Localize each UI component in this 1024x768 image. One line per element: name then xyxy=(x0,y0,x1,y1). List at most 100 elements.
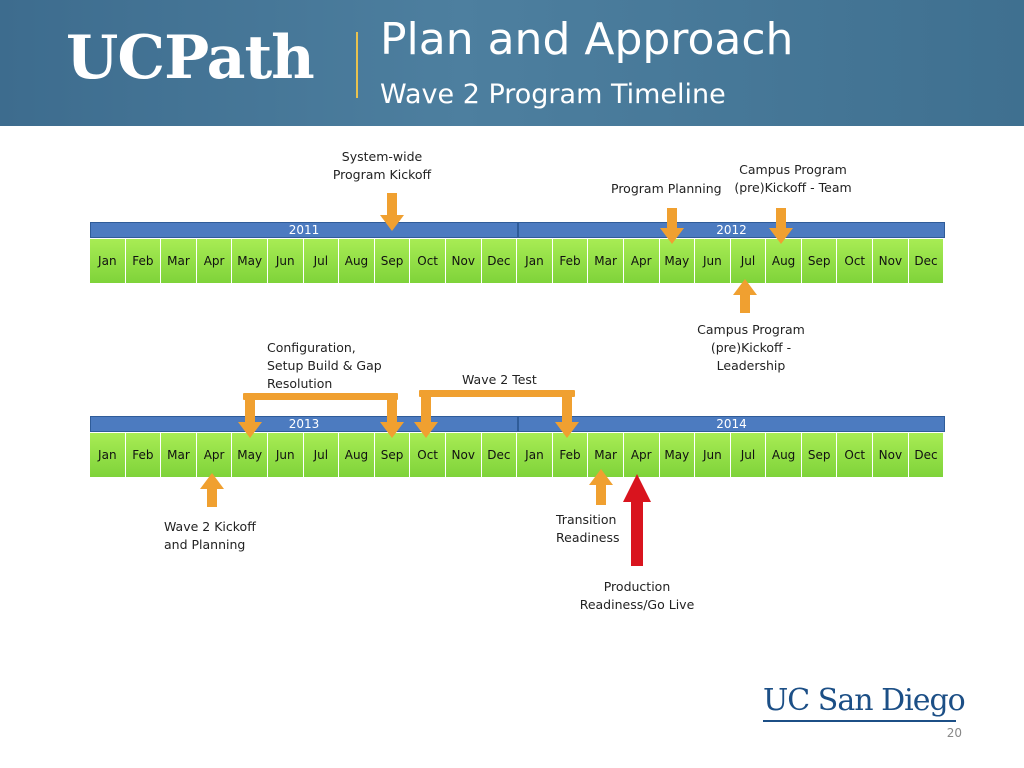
month-cell: Nov xyxy=(445,433,482,477)
month-cell: Sep xyxy=(801,239,838,283)
bracket-configuration xyxy=(243,393,398,400)
label-wave2-test: Wave 2 Test xyxy=(462,372,537,387)
arrow-up-go-live xyxy=(623,474,651,566)
label-line: Program Kickoff xyxy=(332,167,432,182)
label-transition-readiness: Transition Readiness xyxy=(556,511,620,547)
label-program-planning: Program Planning xyxy=(611,181,722,196)
month-cell: Aug xyxy=(766,239,802,283)
arrow-up-transition xyxy=(589,469,613,505)
month-cell: Nov xyxy=(873,239,909,283)
header-banner: UCPath Plan and Approach Wave 2 Program … xyxy=(0,0,1024,126)
arrow-down-test-start xyxy=(414,393,438,438)
month-cell: Jul xyxy=(730,239,767,283)
label-line: (pre)Kickoff - Team xyxy=(734,180,852,195)
month-cell: Dec xyxy=(908,433,945,477)
month-cell: Jul xyxy=(303,433,340,477)
month-cell: Feb xyxy=(552,433,589,477)
label-line: Campus Program xyxy=(739,162,847,177)
page-number: 20 xyxy=(946,726,962,740)
month-cell: May xyxy=(232,433,268,477)
label-campus-kickoff-leadership: Campus Program (pre)Kickoff - Leadership xyxy=(688,321,814,375)
month-cell: Sep xyxy=(374,239,411,283)
month-cell: Feb xyxy=(125,239,162,283)
arrow-down-program-planning xyxy=(660,208,684,244)
year-bar-2014: 2014 xyxy=(518,416,945,432)
header-divider xyxy=(356,32,358,98)
label-line: Campus Program xyxy=(697,322,805,337)
label-go-live: Production Readiness/Go Live xyxy=(576,578,698,614)
month-cell: Jan xyxy=(90,239,126,283)
label-line: Leadership xyxy=(716,358,786,373)
month-cell: Dec xyxy=(481,433,518,477)
month-cell: Jun xyxy=(267,239,304,283)
month-cell: Jul xyxy=(303,239,340,283)
month-cell: Feb xyxy=(125,433,162,477)
page-subtitle: Wave 2 Program Timeline xyxy=(380,79,726,110)
month-cell: Mar xyxy=(588,433,624,477)
label-line: and Planning xyxy=(164,537,246,552)
month-cell: Nov xyxy=(445,239,482,283)
label-campus-kickoff-team: Campus Program (pre)Kickoff - Team xyxy=(728,161,858,197)
arrow-down-config-start xyxy=(238,396,262,438)
month-cell: Jun xyxy=(267,433,304,477)
ucsd-logo-underline xyxy=(763,720,956,722)
label-wave2-kickoff: Wave 2 Kickoff and Planning xyxy=(164,518,256,554)
label-system-wide-kickoff: System-wide Program Kickoff xyxy=(326,148,438,184)
bracket-wave2-test xyxy=(419,390,575,397)
ucsd-logo: UC San Diego xyxy=(763,683,966,718)
month-cell: Oct xyxy=(410,433,446,477)
month-cell: Jan xyxy=(90,433,126,477)
month-cell: Jan xyxy=(517,433,553,477)
month-cell: Feb xyxy=(552,239,589,283)
label-line: Configuration, xyxy=(267,340,356,355)
month-cell: Aug xyxy=(766,433,802,477)
year-bar-2012: 2012 xyxy=(518,222,945,238)
month-cell: Oct xyxy=(410,239,446,283)
month-cell: Dec xyxy=(908,239,945,283)
month-cell: Apr xyxy=(623,239,660,283)
month-cell: May xyxy=(659,239,696,283)
month-cell: Sep xyxy=(374,433,411,477)
month-cell: Oct xyxy=(837,239,874,283)
month-cell: Dec xyxy=(481,239,518,283)
label-line: Wave 2 Kickoff xyxy=(164,519,256,534)
month-cell: Nov xyxy=(873,433,909,477)
month-cell: Jun xyxy=(695,239,731,283)
label-line: Production xyxy=(603,579,671,594)
label-line: Transition xyxy=(556,512,617,527)
label-line: Readiness/Go Live xyxy=(579,597,695,612)
month-cell: Apr xyxy=(623,433,660,477)
month-cell: Oct xyxy=(837,433,874,477)
month-cell: Mar xyxy=(161,239,197,283)
month-cell: Jul xyxy=(730,433,767,477)
year-bar-2013: 2013 xyxy=(90,416,518,432)
arrow-up-wave2-kickoff xyxy=(200,473,224,507)
label-line: Setup Build & Gap xyxy=(267,358,382,373)
page-title: Plan and Approach xyxy=(380,14,794,65)
arrow-down-config-end xyxy=(380,396,404,438)
label-line: Readiness xyxy=(556,530,620,545)
month-cell: Mar xyxy=(588,239,624,283)
arrow-down-test-end xyxy=(555,393,579,438)
arrow-up-campus-leadership xyxy=(733,279,757,313)
ucpath-logo: UCPath xyxy=(66,23,315,93)
label-configuration: Configuration, Setup Build & Gap Resolut… xyxy=(267,339,382,393)
label-line: (pre)Kickoff - xyxy=(710,340,792,355)
month-cell: Sep xyxy=(801,433,838,477)
arrow-down-campus-team xyxy=(769,208,793,244)
month-cell: May xyxy=(232,239,268,283)
month-cell: Jan xyxy=(517,239,553,283)
month-cell: Apr xyxy=(196,239,233,283)
month-cell: May xyxy=(659,433,696,477)
label-line: Resolution xyxy=(267,376,333,391)
month-cell: Jun xyxy=(695,433,731,477)
arrow-down-system-kickoff xyxy=(380,193,404,231)
month-cell: Mar xyxy=(161,433,197,477)
month-cell: Aug xyxy=(339,433,375,477)
month-cell: Aug xyxy=(339,239,375,283)
label-line: System-wide xyxy=(341,149,423,164)
year-bar-2011: 2011 xyxy=(90,222,518,238)
month-cell: Apr xyxy=(196,433,233,477)
